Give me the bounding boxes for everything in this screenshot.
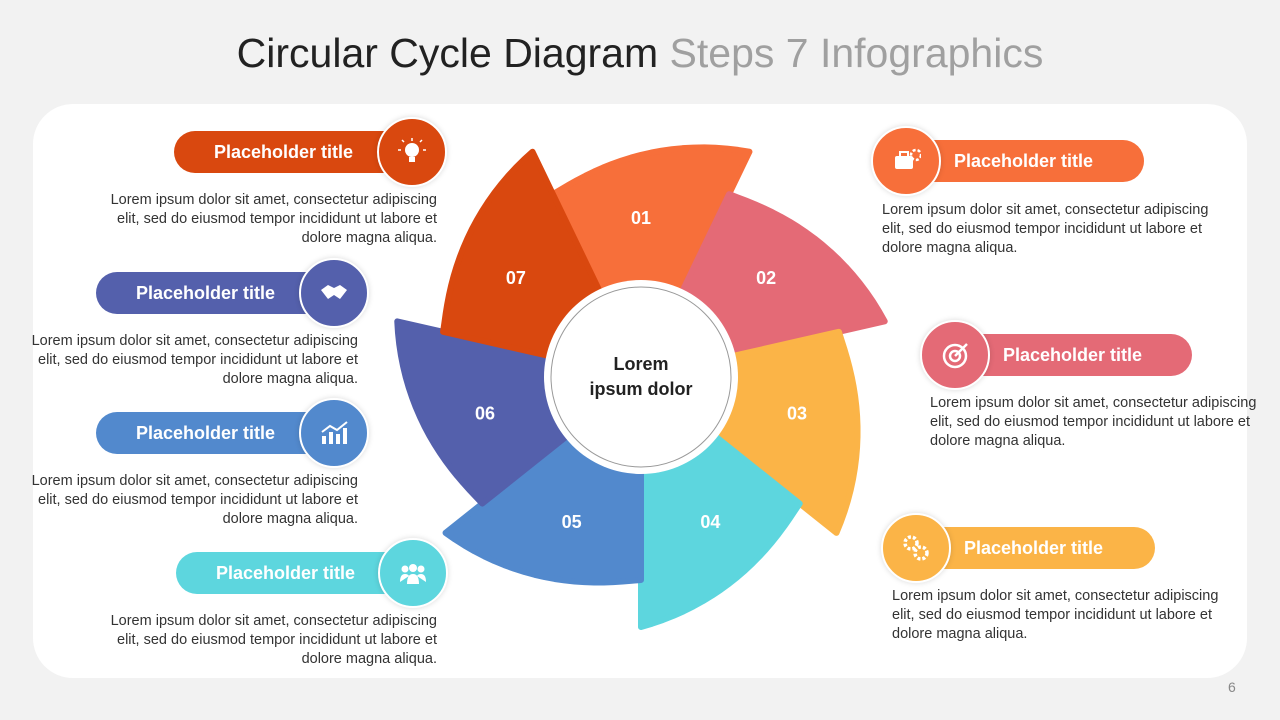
step-01-description: Lorem ipsum dolor sit amet, consectetur …: [882, 202, 1209, 256]
growth-chart-icon: [321, 421, 348, 444]
petal-01: [549, 144, 753, 295]
step-05-icon-badge: [299, 398, 369, 468]
petal-label-05: 05: [562, 512, 582, 532]
step-03-description: Lorem ipsum dolor sit amet, consectetur …: [892, 588, 1219, 642]
step-05-description: Lorem ipsum dolor sit amet, consectetur …: [31, 473, 358, 527]
petal-label-01: 01: [631, 208, 651, 228]
petal-02: [679, 191, 888, 359]
center-text-line2: ipsum dolor: [590, 379, 693, 399]
center-circle: [544, 280, 738, 474]
petal-label-07: 07: [506, 268, 526, 288]
petal-07: [440, 148, 603, 359]
target-icon: [942, 343, 968, 369]
step-title: Placeholder title: [954, 151, 1094, 171]
step-06-icon-badge: [299, 258, 369, 328]
step-title: Placeholder title: [214, 142, 354, 162]
petal-label-03: 03: [787, 404, 807, 424]
step-07-description: Lorem ipsum dolor sit amet, consectetur …: [110, 192, 437, 246]
lightbulb-icon: [398, 138, 426, 162]
petal-05: [442, 433, 644, 586]
petal-04: [638, 433, 803, 630]
page-title: Circular Cycle Diagram Steps 7 Infograph…: [236, 30, 1044, 76]
gears-icon: [903, 535, 929, 561]
step-02-description: Lorem ipsum dolor sit amet, consectetur …: [930, 395, 1257, 449]
step-title: Placeholder title: [136, 283, 276, 303]
step-02-icon-badge: [920, 320, 990, 390]
step-04-icon-badge: [378, 538, 448, 608]
petal-label-04: 04: [700, 512, 720, 532]
step-04-description: Lorem ipsum dolor sit amet, consectetur …: [110, 613, 437, 667]
step-title: Placeholder title: [216, 563, 356, 583]
team-icon: [400, 564, 426, 584]
step-07-icon-badge: [377, 117, 447, 187]
step-01-icon-badge: [871, 126, 941, 196]
petal-label-06: 06: [475, 404, 495, 424]
page-number: 6: [1228, 679, 1236, 695]
petal-label-02: 02: [756, 268, 776, 288]
step-title: Placeholder title: [1003, 345, 1143, 365]
step-title: Placeholder title: [136, 423, 276, 443]
petal-03: [712, 328, 861, 536]
step-title: Placeholder title: [964, 538, 1104, 558]
step-03-icon-badge: [881, 513, 951, 583]
center-text-line1: Lorem: [613, 354, 668, 374]
petal-06: [394, 318, 570, 507]
briefcase-gear-icon: [895, 148, 921, 169]
step-06-description: Lorem ipsum dolor sit amet, consectetur …: [31, 333, 358, 387]
handshake-icon: [321, 285, 347, 299]
